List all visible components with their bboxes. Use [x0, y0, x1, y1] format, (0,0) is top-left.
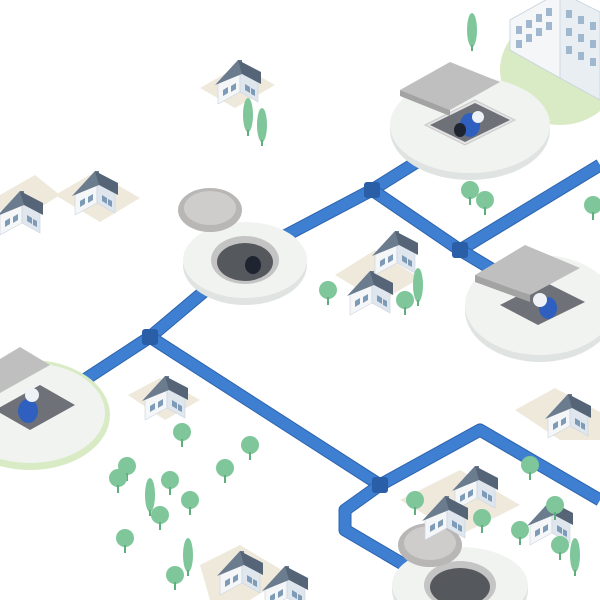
tree-icon — [161, 471, 179, 495]
tree-icon — [109, 469, 127, 493]
pipe-joint-icon — [364, 182, 380, 198]
tree-icon — [241, 436, 259, 460]
tree-icon — [216, 459, 234, 483]
tree-icon — [151, 506, 169, 530]
tree-icon — [396, 291, 414, 315]
tree-icon — [173, 423, 191, 447]
pipe-joint-icon — [452, 242, 468, 258]
tree-icon — [476, 191, 494, 215]
manhole-icon — [392, 523, 528, 600]
valve-vault-icon — [390, 62, 550, 180]
tree-icon — [584, 196, 600, 220]
tree-icon — [181, 491, 199, 515]
tree-icon — [166, 566, 184, 590]
tree-icon — [467, 13, 477, 51]
tree-icon — [183, 538, 193, 576]
tree-icon — [551, 536, 569, 560]
pipe-joints — [142, 182, 468, 493]
tree-icon — [116, 529, 134, 553]
tree-icon — [521, 456, 539, 480]
valve-vault-icon — [0, 347, 110, 470]
tree-icon — [319, 281, 337, 305]
tree-icon — [243, 98, 253, 136]
tree-icon — [511, 521, 529, 545]
pipe-joint-icon — [142, 329, 158, 345]
tree-icon — [570, 538, 580, 576]
pipe-joint-icon — [372, 477, 388, 493]
valve-vault-icon — [465, 245, 600, 362]
tree-icon — [473, 509, 491, 533]
tree-icon — [413, 268, 423, 306]
manhole-icon — [178, 188, 307, 305]
tree-icon — [257, 108, 267, 146]
